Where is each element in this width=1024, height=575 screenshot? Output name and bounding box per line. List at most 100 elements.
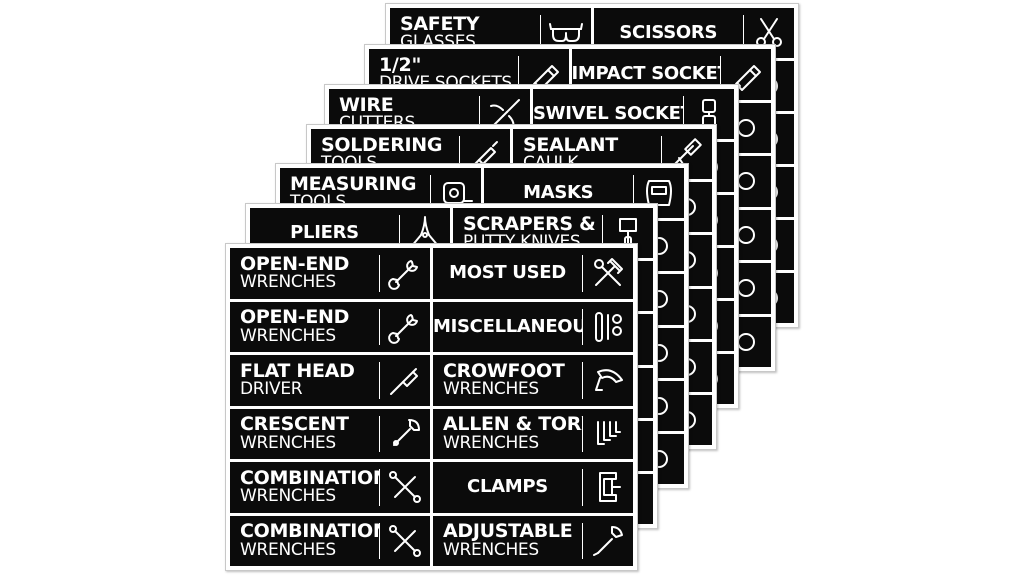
label-line1: 1/2" — [379, 55, 422, 76]
label-line1: IMPACT SOCKETS — [571, 65, 721, 84]
label-line2: WRENCHES — [240, 325, 336, 346]
label-line1: CLAMPS — [467, 478, 548, 497]
label-line1: COMBINATION — [240, 522, 379, 543]
label-divider — [602, 215, 603, 252]
label-line1: MISCELLANEOUS — [433, 317, 582, 336]
label-line1: PLIERS — [290, 223, 359, 243]
label-line2: WRENCHES — [443, 539, 539, 560]
safety-glasses-icon — [541, 8, 591, 58]
label-line1: FLAT HEAD — [240, 361, 355, 382]
label-text: MISCELLANEOUS — [433, 318, 582, 336]
screwdriver-icon — [380, 355, 430, 406]
label-line1: MASKS — [523, 183, 594, 203]
open-end-wrench-icon — [380, 248, 430, 299]
label-line1: MEASURING — [290, 174, 417, 195]
label-line2: DRIVER — [240, 379, 303, 399]
tool-label: MOST USED — [433, 248, 633, 299]
label-line1: ALLEN & TORX — [443, 415, 582, 436]
label-divider — [459, 136, 460, 173]
label-divider — [633, 175, 634, 212]
label-divider — [683, 96, 684, 132]
label-line1: SCRAPERS & — [463, 214, 596, 235]
label-line1: COMBINATION — [240, 468, 379, 489]
label-text: SWIVEL SOCKETS — [533, 105, 683, 123]
label-line1: SAFETY — [400, 14, 480, 35]
label-line1: MOST USED — [449, 264, 566, 283]
label-text: MASKS — [484, 184, 634, 202]
label-divider — [582, 308, 583, 345]
putty-knife-icon — [603, 208, 653, 258]
label-text: CLAMPS — [433, 478, 582, 496]
label-divider — [479, 96, 480, 132]
tool-label: CLAMPS — [433, 462, 633, 513]
label-divider — [582, 255, 583, 292]
label-line1: OPEN-END — [240, 254, 350, 275]
label-text: MOST USED — [433, 264, 582, 282]
label-divider — [539, 15, 541, 51]
label-divider — [661, 136, 662, 173]
label-line1: CRESCENT — [240, 415, 349, 436]
label-line1: SWIVEL SOCKETS — [533, 104, 683, 124]
label-line2: WRENCHES — [443, 379, 539, 399]
label-line1: WIRE — [339, 95, 394, 116]
label-divider — [429, 175, 431, 212]
label-divider — [517, 56, 519, 93]
label-divider — [379, 362, 380, 399]
clamp-icon — [583, 462, 633, 513]
label-line2: WRENCHES — [443, 432, 539, 453]
combination-wrench-icon — [380, 516, 430, 567]
label-line1: CROWFOOT — [443, 361, 565, 382]
label-divider — [379, 415, 380, 452]
label-line1: OPEN-END — [240, 308, 350, 329]
label-divider — [582, 362, 583, 399]
label-line2: WRENCHES — [240, 486, 336, 506]
label-line1: SCISSORS — [619, 23, 718, 43]
label-line1: SEALANT — [523, 135, 618, 156]
label-divider — [379, 308, 380, 345]
label-divider — [582, 522, 583, 559]
label-text: PLIERS — [250, 224, 399, 242]
hex-keys-icon — [583, 409, 633, 460]
label-divider — [379, 469, 380, 506]
combination-wrench-icon — [380, 462, 430, 513]
label-divider — [379, 522, 380, 559]
label-divider — [582, 469, 583, 506]
label-divider — [399, 215, 400, 252]
label-divider — [720, 56, 721, 93]
label-divider — [582, 415, 583, 452]
tool-label: MISCELLANEOUS — [433, 301, 633, 353]
label-line2: WRENCHES — [240, 272, 336, 292]
tools-set-icon — [583, 302, 633, 353]
label-line1: ADJUSTABLE — [443, 522, 573, 543]
label-text: SCISSORS — [594, 24, 744, 42]
hammer-wrench-icon — [583, 248, 633, 299]
label-line1: SOLDERING — [321, 135, 443, 156]
label-text: IMPACT SOCKETS — [572, 65, 721, 83]
label-line2: WRENCHES — [240, 432, 336, 453]
crescent-wrench-icon — [380, 409, 430, 460]
open-end-wrench-icon — [380, 302, 430, 353]
label-divider — [743, 15, 744, 51]
adjustable-wrench-icon — [583, 516, 633, 567]
welding-mask-icon — [634, 168, 684, 218]
